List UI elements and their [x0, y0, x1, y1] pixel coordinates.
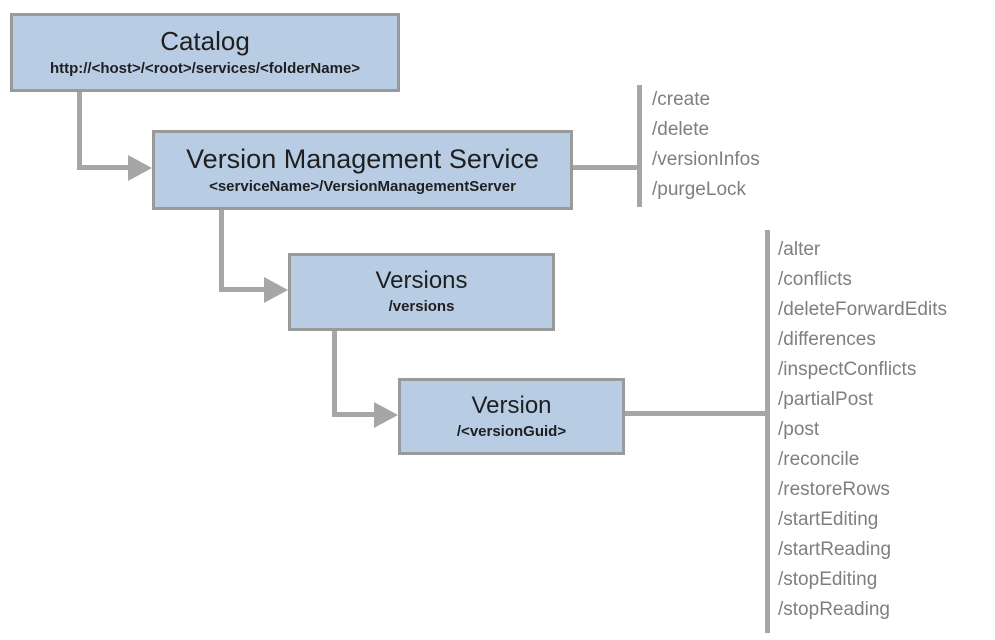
node-catalog-title: Catalog [160, 25, 250, 56]
node-version: Version /<versionGuid> [398, 378, 625, 455]
endpoint-item: /deleteForwardEdits [778, 299, 947, 320]
vms-operations-list: /create/delete/versionInfos/purgeLock [652, 85, 760, 205]
connector-vms-to-versions-horizontal [219, 287, 266, 292]
node-version-url-template: /<versionGuid> [456, 422, 567, 440]
endpoint-item: /purgeLock [652, 179, 747, 200]
node-vms-url-template: <serviceName>/VersionManagementServer [209, 177, 516, 195]
node-catalog-url-template: http://<host>/<root>/services/<folderNam… [49, 59, 361, 77]
endpoint-item: /conflicts [778, 269, 852, 290]
node-version-title: Version [471, 391, 552, 419]
arrowhead-into-versions-icon [264, 277, 288, 303]
vms-operations-bracket-bar [637, 85, 642, 207]
endpoint-item: /restoreRows [778, 479, 890, 500]
endpoint-item: /startReading [778, 539, 892, 560]
connector-catalog-to-vms-vertical [77, 92, 82, 170]
endpoint-item: /inspectConflicts [778, 359, 917, 380]
connector-catalog-to-vms-horizontal [77, 165, 131, 170]
endpoint-item: /partialPost [778, 389, 874, 410]
endpoint-item: /stopReading [778, 599, 890, 620]
endpoint-item: /stopEditing [778, 569, 878, 590]
node-catalog: Catalog http://<host>/<root>/services/<f… [10, 13, 400, 92]
endpoint-item: /versionInfos [652, 149, 760, 170]
arrowhead-into-vms-icon [128, 155, 152, 181]
version-operations-list: /alter/conflicts/deleteForwardEdits/diff… [778, 235, 947, 625]
endpoint-item: /reconcile [778, 449, 860, 470]
version-operations-bracket-bar [765, 230, 770, 633]
connector-vms-to-versions-vertical [219, 210, 224, 292]
node-versions-url-template: /versions [388, 298, 455, 316]
node-versions: Versions /versions [288, 253, 555, 331]
connector-versions-to-version-vertical [332, 331, 337, 417]
endpoint-item: /alter [778, 239, 821, 260]
endpoint-item: /startEditing [778, 509, 879, 530]
connector-version-to-operations [625, 411, 768, 416]
connector-vms-to-operations [573, 165, 640, 170]
node-vms-title: Version Management Service [186, 143, 539, 174]
endpoint-item: /post [778, 419, 820, 440]
connector-versions-to-version-horizontal [332, 412, 376, 417]
endpoint-item: /delete [652, 119, 710, 140]
node-versions-title: Versions [375, 267, 468, 295]
node-version-management-service: Version Management Service <serviceName>… [152, 130, 573, 210]
endpoint-item: /create [652, 89, 711, 110]
arrowhead-into-version-icon [374, 402, 398, 428]
endpoint-item: /differences [778, 329, 876, 350]
